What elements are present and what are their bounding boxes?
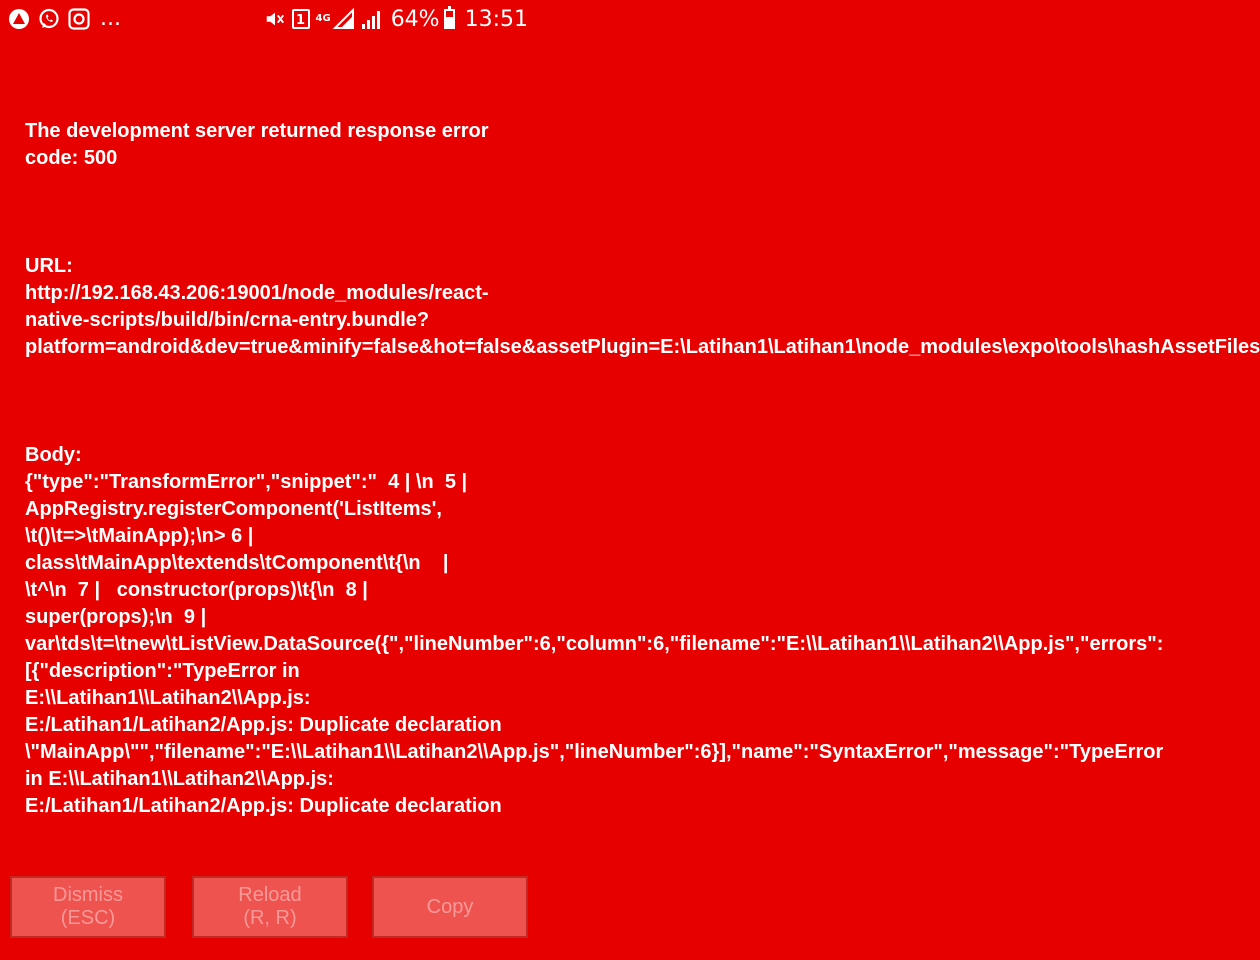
battery-percent: 64%: [390, 6, 440, 32]
error-url: URL: http://192.168.43.206:19001/node_mo…: [25, 255, 1260, 358]
battery-level: [445, 16, 453, 27]
camera-app-icon: [68, 8, 90, 30]
network-type: 4G: [315, 13, 331, 24]
notification-overflow: ...: [100, 6, 121, 31]
dismiss-button-label: Dismiss: [53, 884, 123, 906]
error-content: The development server returned response…: [25, 64, 1260, 870]
copy-button-label: Copy: [426, 895, 474, 918]
data-signal-icon: [332, 7, 354, 29]
error-body-section: Body: {"type":"TransformError","snippet"…: [25, 442, 1163, 820]
status-bar: ... 1 4G 64% 13:51: [0, 0, 540, 38]
dismiss-button[interactable]: Dismiss (ESC): [10, 876, 166, 938]
cell-signal-icon: [361, 11, 380, 29]
whatsapp-icon: [39, 8, 59, 29]
mute-icon: [266, 12, 284, 26]
status-bar-right: 1 4G 64% 13:51: [264, 6, 528, 32]
clock: 13:51: [464, 6, 528, 32]
action-button-row: Dismiss (ESC) Reload (R, R) Copy: [10, 876, 530, 940]
dismiss-button-shortcut: (ESC): [60, 907, 116, 929]
error-heading: The development server returned response…: [25, 120, 495, 169]
reload-button-label: Reload: [238, 884, 302, 906]
alert-icon: [9, 9, 29, 29]
copy-button[interactable]: Copy: [372, 876, 528, 938]
reload-button[interactable]: Reload (R, R): [192, 876, 348, 938]
battery-icon: [443, 6, 455, 29]
error-body-label: Body:: [25, 444, 82, 466]
status-bar-left: ...: [8, 8, 121, 30]
error-body-text: {"type":"TransformError","snippet":" 4 |…: [25, 471, 1169, 817]
sim-badge: 1: [291, 9, 310, 29]
reload-button-shortcut: (R, R): [243, 907, 297, 929]
